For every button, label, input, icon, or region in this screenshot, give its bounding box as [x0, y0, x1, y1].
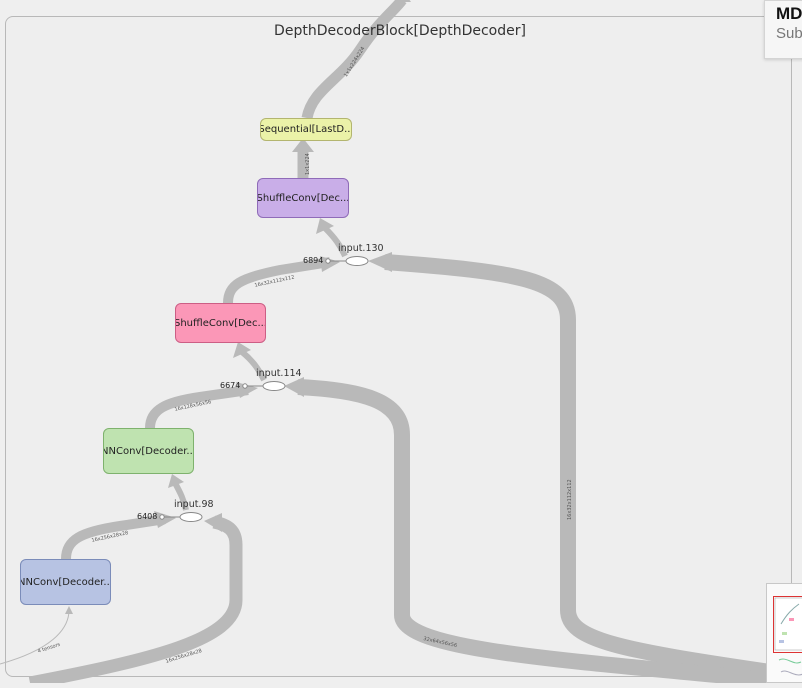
edge-sequential-to-top	[301, 0, 407, 120]
node-shuffle-conv-1-label: ShuffleConv[Dec...	[257, 192, 349, 204]
minimap-graph	[774, 597, 802, 676]
edge-input98-to-nn1	[172, 481, 189, 511]
op-input-114-label[interactable]: input.114	[256, 368, 302, 379]
arrowhead-sequential	[292, 138, 314, 152]
arrowhead-input114-left	[236, 382, 258, 398]
const-6674-label[interactable]: 6674	[220, 381, 241, 390]
arrowhead-input98-left	[154, 511, 176, 528]
node-nn-conv-1-label: NNConv[Decoder...	[103, 445, 194, 457]
op-input-130-ellipse	[345, 256, 369, 266]
arrowhead-shuffle2	[233, 342, 251, 358]
edge-bottom-to-input98	[28, 515, 243, 683]
op-input-98-label[interactable]: input.98	[174, 499, 214, 510]
info-card-subtitle: Sub	[776, 25, 802, 42]
info-card[interactable]: MD Sub	[764, 0, 802, 59]
info-card-title: MD	[776, 4, 802, 23]
edge-mid-to-input114	[297, 379, 771, 683]
edge-input130-to-shuffle1	[322, 225, 348, 258]
edge-nn1-to-input114	[145, 385, 249, 429]
const-6674-dot	[242, 383, 248, 389]
node-nn-conv-2-label: NNConv[Decoder...	[20, 576, 111, 588]
const-6408-dot	[159, 514, 165, 520]
arrowhead-shuffle1	[316, 218, 334, 234]
node-shuffle-conv-2-label: ShuffleConv[Dec...	[175, 317, 266, 329]
node-nn-conv-1[interactable]: NNConv[Decoder...	[103, 428, 194, 474]
edge-input114-to-shuffle2	[240, 349, 267, 382]
const-6894-label[interactable]: 6894	[303, 256, 324, 265]
node-nn-conv-2[interactable]: NNConv[Decoder...	[20, 559, 111, 605]
group-title: DepthDecoderBlock[DepthDecoder]	[274, 23, 526, 39]
arrowhead-input98-right	[204, 513, 222, 532]
minimap[interactable]	[766, 583, 802, 683]
node-shuffle-conv-2[interactable]: ShuffleConv[Dec...	[175, 303, 266, 343]
arrowhead-nn2	[65, 606, 73, 614]
edge-label-sequential: 1x1x224	[305, 153, 311, 175]
arrowhead-input114-right	[284, 377, 304, 397]
arrowhead-top	[396, 0, 411, 2]
const-6894-dot	[325, 258, 331, 264]
const-6408-label[interactable]: 6408	[137, 512, 158, 521]
minimap-viewport[interactable]	[773, 596, 802, 653]
edge-nn2-to-input98	[61, 514, 166, 560]
op-input-98-ellipse	[179, 512, 203, 522]
node-shuffle-conv-1[interactable]: ShuffleConv[Dec...	[257, 178, 349, 218]
edge-right-to-input130	[384, 254, 772, 680]
edge-shuffle2-to-input130	[223, 257, 331, 304]
arrowhead-input130-right	[368, 252, 392, 272]
node-sequential[interactable]: Sequential[LastD...	[260, 118, 352, 141]
op-input-114-ellipse	[262, 381, 286, 391]
edge-label-right-long: 16x32x112x112	[567, 479, 573, 520]
op-input-130-label[interactable]: input.130	[338, 243, 384, 254]
node-sequential-label: Sequential[LastD...	[260, 124, 352, 135]
arrowhead-nn1	[168, 474, 184, 488]
edge-thin-to-nn2	[0, 609, 70, 665]
arrowhead-input130-left	[320, 256, 340, 272]
